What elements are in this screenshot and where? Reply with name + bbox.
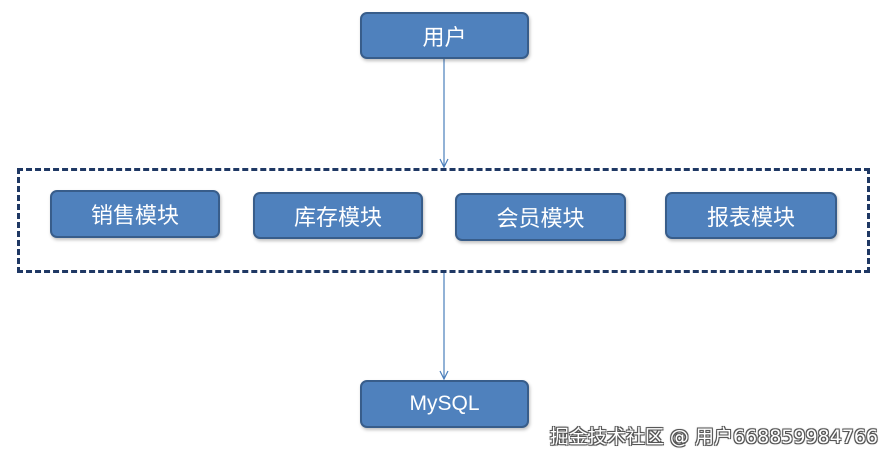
modules-group [17, 168, 870, 273]
watermark: 掘金技术社区 @ 用户668859984766 [549, 426, 878, 448]
user-node: 用户 [360, 12, 529, 59]
report-module-node: 报表模块 [665, 192, 837, 239]
sales-module-node: 销售模块 [50, 190, 220, 238]
member-module-node: 会员模块 [455, 193, 626, 241]
mysql-node: MySQL [360, 380, 529, 428]
inventory-module-node: 库存模块 [253, 192, 423, 239]
